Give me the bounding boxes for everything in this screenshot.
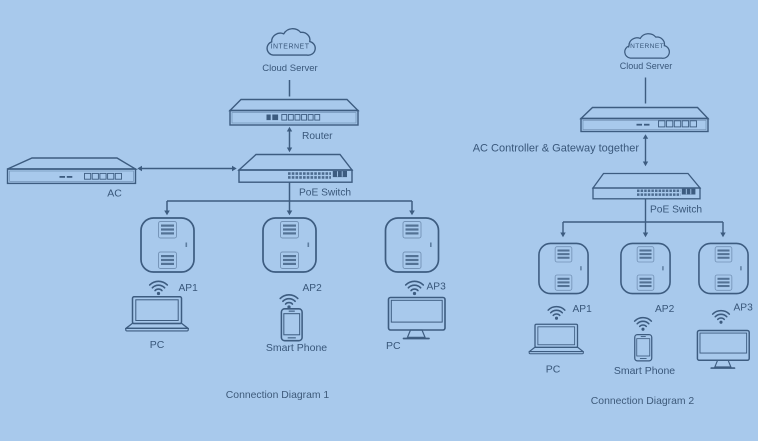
- wifi-icon: [148, 280, 169, 296]
- poe-switch-icon: [237, 153, 354, 183]
- diagram2-caption: Connection Diagram 2: [591, 396, 695, 407]
- ap3-label: AP3: [427, 282, 447, 293]
- ap3-icon: [698, 242, 749, 295]
- ap1-icon: [538, 242, 589, 295]
- poe-switch-icon: [591, 172, 702, 200]
- smart-phone-label: Smart Phone: [614, 365, 675, 377]
- diagram-2: INTERNET Cloud Server AC Controller & Ga…: [473, 33, 754, 407]
- gateway-label: AC Controller & Gateway together: [473, 143, 640, 155]
- gateway-icon: [579, 106, 710, 133]
- pc-label: PC: [150, 339, 165, 351]
- router-label: Router: [302, 131, 333, 142]
- ap1-label: AP1: [179, 283, 199, 294]
- diagram-1: INTERNET Cloud Server: [6, 28, 447, 401]
- smartphone-icon: [280, 308, 303, 342]
- wifi-icon: [633, 316, 653, 331]
- laptop-icon: [125, 296, 189, 332]
- ac-icon: [6, 157, 139, 185]
- ap3-label: AP3: [734, 303, 754, 314]
- wifi-icon: [404, 280, 425, 296]
- internet-label: INTERNET: [628, 43, 664, 50]
- cloud-server-label: Cloud Server: [262, 63, 317, 74]
- router-icon: [228, 98, 360, 126]
- pc-label: PC: [386, 340, 401, 352]
- wifi-icon: [279, 294, 299, 309]
- ap2-label: AP2: [655, 304, 675, 315]
- internet-label: INTERNET: [271, 44, 310, 51]
- ap3-icon: [384, 217, 440, 273]
- ap1-icon: [140, 217, 195, 273]
- wifi-icon: [547, 305, 566, 320]
- poe-switch-label: PoE Switch: [650, 205, 702, 216]
- monitor-icon: [387, 296, 446, 340]
- ac-label: AC: [107, 188, 122, 200]
- smartphone-icon: [634, 334, 653, 362]
- ap2-icon: [620, 242, 671, 295]
- laptop-icon: [528, 323, 584, 355]
- connection-lines: [137, 80, 415, 216]
- connection-lines: [560, 77, 726, 238]
- monitor-icon: [696, 329, 751, 369]
- pc-label: PC: [546, 364, 561, 376]
- cloud-icon: [266, 28, 316, 56]
- smart-phone-label: Smart Phone: [266, 342, 327, 354]
- ap2-icon: [262, 217, 317, 273]
- poe-switch-label: PoE Switch: [299, 188, 351, 199]
- diagram1-caption: Connection Diagram 1: [226, 390, 330, 401]
- wifi-icon: [711, 309, 731, 324]
- cloud-server-label: Cloud Server: [620, 61, 673, 71]
- ap1-label: AP1: [573, 304, 593, 315]
- ap2-label: AP2: [303, 283, 323, 294]
